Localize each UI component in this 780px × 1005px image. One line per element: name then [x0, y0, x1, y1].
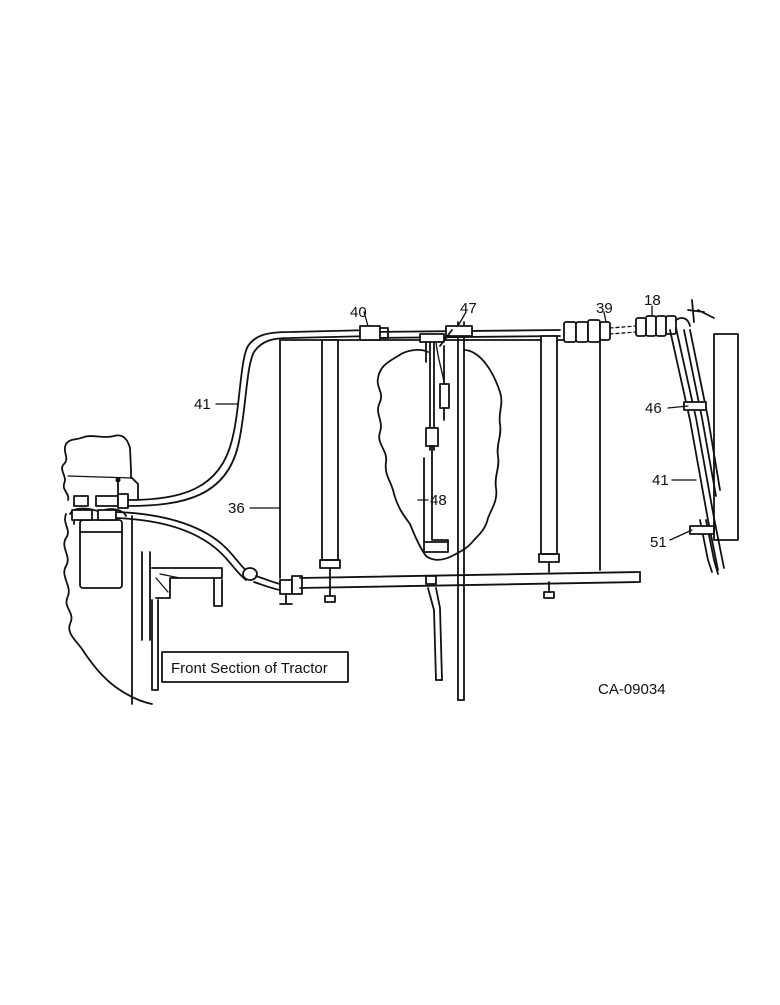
callout-41-left: 41: [194, 396, 211, 413]
hoses-41-right: [669, 327, 725, 575]
engine-fittings: [71, 477, 129, 521]
temp-sending-unit: [419, 333, 450, 553]
side-panel: [713, 333, 739, 541]
callout-48: 48: [430, 492, 447, 509]
callout-46: 46: [645, 400, 662, 417]
callout-41-right: 41: [652, 472, 669, 489]
callout-18: 18: [644, 292, 661, 309]
cooler-tank-right: [538, 335, 560, 599]
caption-box: Front Section of Tractor: [161, 651, 349, 683]
center-rod: [439, 321, 473, 701]
fitting-40: [359, 325, 389, 341]
callout-47: 47: [460, 300, 477, 317]
mounting-bracket: [141, 551, 223, 691]
hose-41-upper: [127, 329, 373, 507]
callout-40: 40: [350, 304, 367, 321]
cutaway-cloud: [376, 349, 503, 561]
coupling-cluster: [563, 299, 715, 343]
callout-51: 51: [650, 534, 667, 551]
callout-39: 39: [596, 300, 613, 317]
leader-lines: [215, 305, 697, 541]
caption-text: Front Section of Tractor: [171, 660, 328, 677]
engine-block-outline: [61, 434, 153, 705]
callout-labels: 40 47 39 18 41 36 48 46 41 51: [194, 292, 669, 551]
cooler-tank-left: [319, 339, 341, 603]
hose-lower: [115, 511, 303, 605]
support-leg: [425, 575, 443, 681]
figure-code: CA-09034: [598, 681, 666, 698]
callout-36: 36: [228, 500, 245, 517]
